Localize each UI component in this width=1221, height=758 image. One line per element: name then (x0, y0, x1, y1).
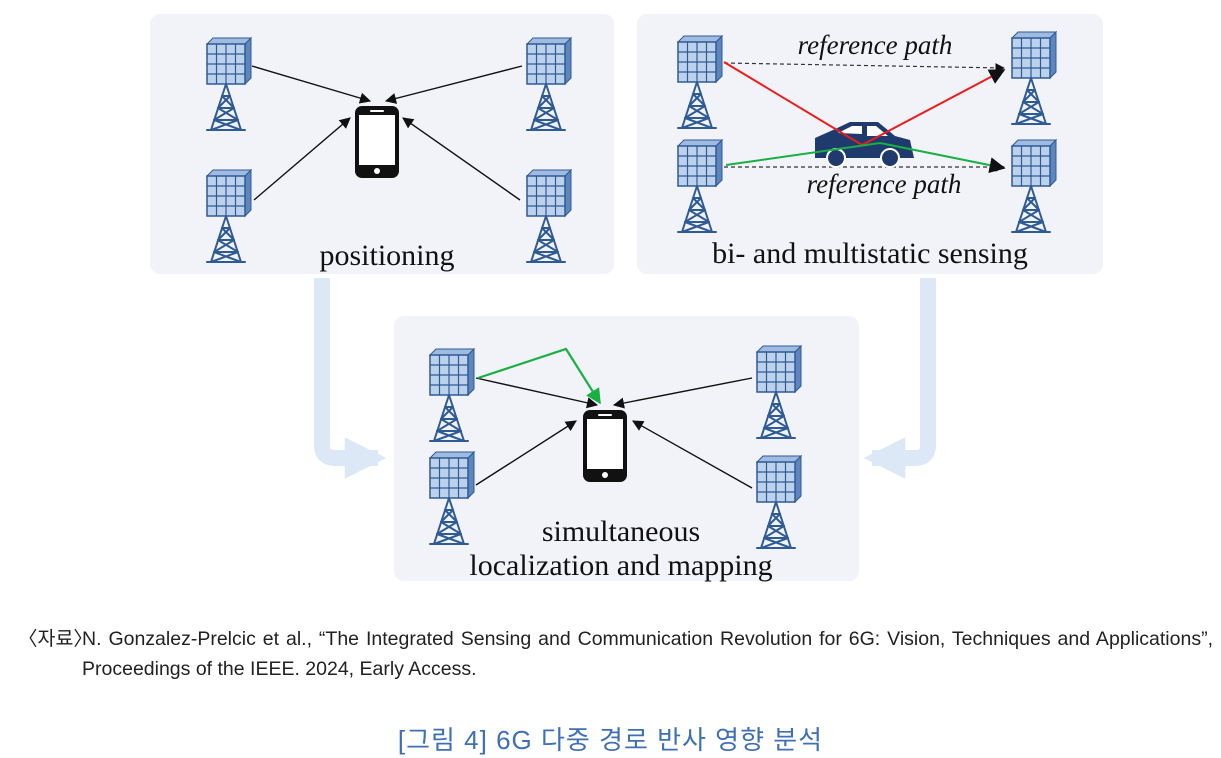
slam-diagram: simultaneous localization and mapping (429, 345, 802, 582)
smartphone-icon (583, 410, 627, 482)
base-station-icon (526, 37, 572, 131)
base-station-icon (429, 451, 475, 545)
figure-caption: [그림 4] 6G 다중 경로 반사 영향 분석 (397, 725, 824, 755)
source-tag: 〈자료〉 (18, 628, 93, 650)
flow-arrow-right (863, 278, 936, 479)
source-text: N. Gonzalez-Prelcic et al., “The Integra… (82, 628, 1213, 680)
source-citation: 〈자료〉 N. Gonzalez-Prelcic et al., “The In… (18, 624, 1213, 684)
reference-path-label-bottom: reference path (807, 169, 962, 199)
flow-arrow-left (314, 278, 387, 479)
smartphone-icon (355, 106, 399, 178)
base-station-icon (1011, 139, 1057, 233)
base-station-icon (1011, 31, 1057, 125)
base-station-icon (677, 139, 723, 233)
base-station-icon (677, 35, 723, 129)
multistatic-sensing-label: bi- and multistatic sensing (712, 237, 1028, 270)
positioning-diagram: positioning (206, 37, 572, 272)
base-station-icon (429, 348, 475, 442)
base-station-icon (206, 169, 252, 263)
base-station-icon (756, 345, 802, 439)
base-station-icon (756, 455, 802, 549)
green-multipath (477, 347, 601, 405)
slam-label-line1: simultaneous (542, 515, 700, 548)
reference-path-top (723, 62, 1005, 73)
reference-path-label-top: reference path (798, 30, 953, 60)
multistatic-sensing-diagram: reference path reference path bi- and mu… (677, 30, 1057, 270)
green-reflected-path (725, 141, 1006, 173)
slam-label-line2: localization and mapping (469, 549, 772, 582)
positioning-label: positioning (319, 239, 454, 272)
base-station-icon (526, 169, 572, 263)
diagram-canvas: positioning reference path reference pat… (206, 30, 1057, 582)
base-station-icon (206, 37, 252, 131)
